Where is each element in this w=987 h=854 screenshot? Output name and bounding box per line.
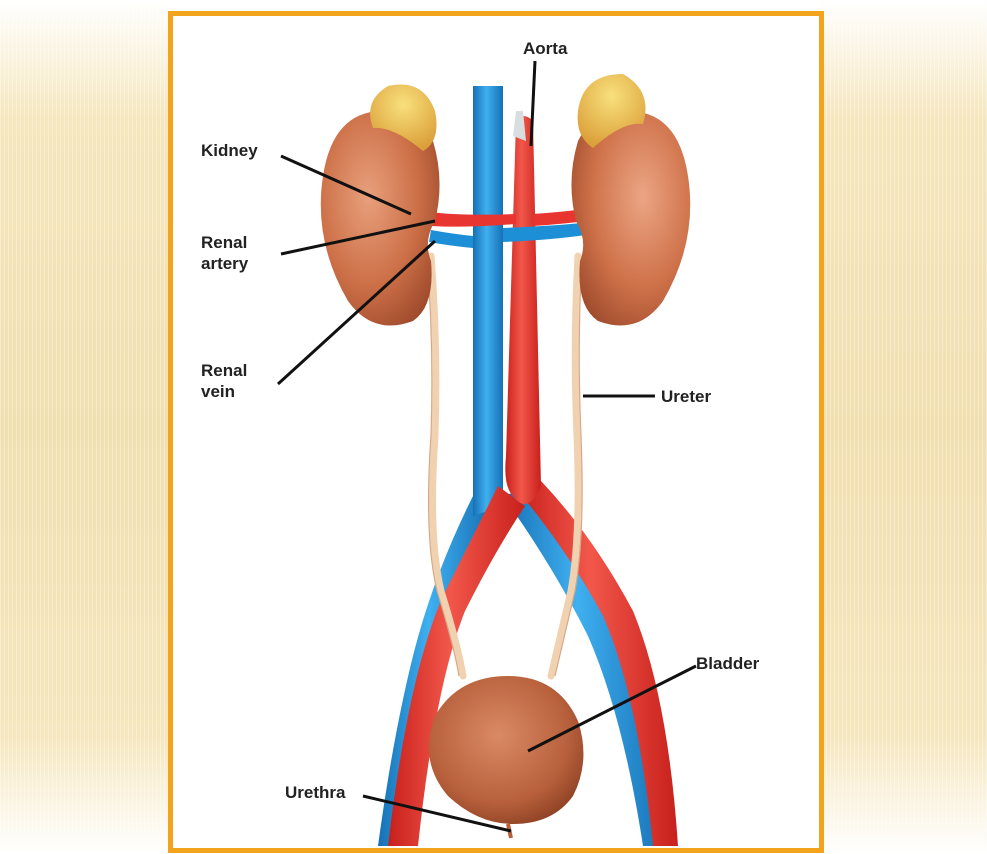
background-band-right (822, 0, 987, 854)
urinary-system-illustration (173, 16, 819, 848)
label-renal-artery: Renal artery (201, 232, 248, 274)
vena-cava (473, 86, 503, 516)
label-urethra: Urethra (285, 782, 345, 803)
renal-vessels (429, 208, 593, 248)
label-renal-vein: Renal vein (201, 360, 247, 402)
aorta (505, 116, 541, 504)
background-band-left (0, 0, 168, 854)
diagram-frame: Kidney Renal artery Renal vein Aorta Ure… (168, 11, 824, 853)
kidney-right (571, 74, 690, 326)
label-ureter: Ureter (661, 386, 711, 407)
label-aorta: Aorta (523, 38, 567, 59)
label-bladder: Bladder (696, 653, 759, 674)
bladder (429, 676, 584, 824)
aorta-cut-edge (513, 111, 526, 141)
label-kidney: Kidney (201, 140, 258, 161)
